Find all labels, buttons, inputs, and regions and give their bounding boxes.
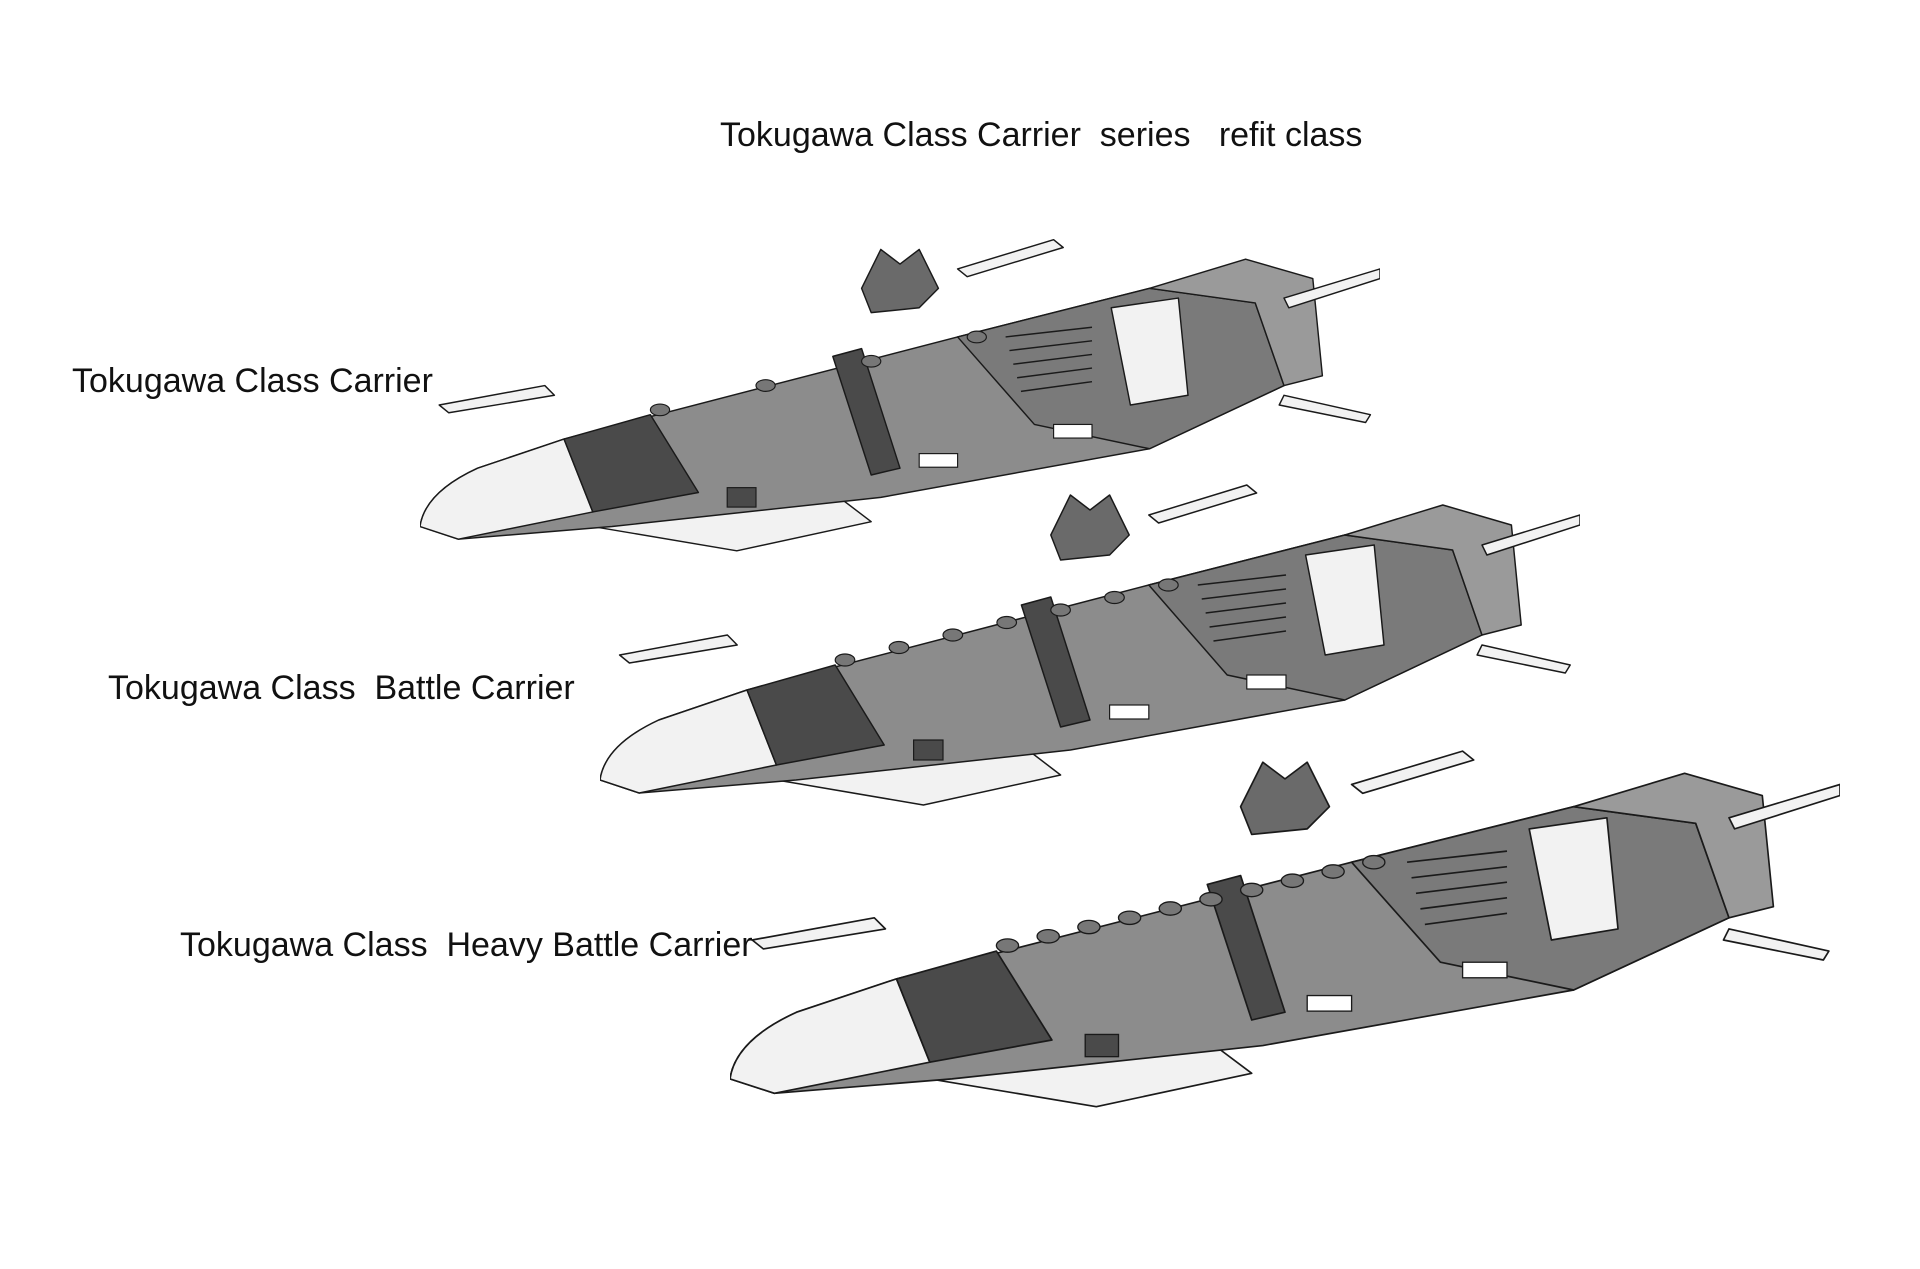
battle-carrier-ship-illustration: [600, 475, 1580, 835]
carrier-ship-illustration: [420, 230, 1380, 580]
ship-label-battle-carrier: Tokugawa Class Battle Carrier: [108, 669, 575, 707]
heavy-battle-carrier-ship-illustration: [730, 740, 1840, 1140]
ship-label-carrier: Tokugawa Class Carrier: [72, 362, 433, 400]
ship-label-heavy-battle-carrier: Tokugawa Class Heavy Battle Carrier: [180, 926, 753, 964]
page-title: Tokugawa Class Carrier series refit clas…: [720, 116, 1363, 154]
